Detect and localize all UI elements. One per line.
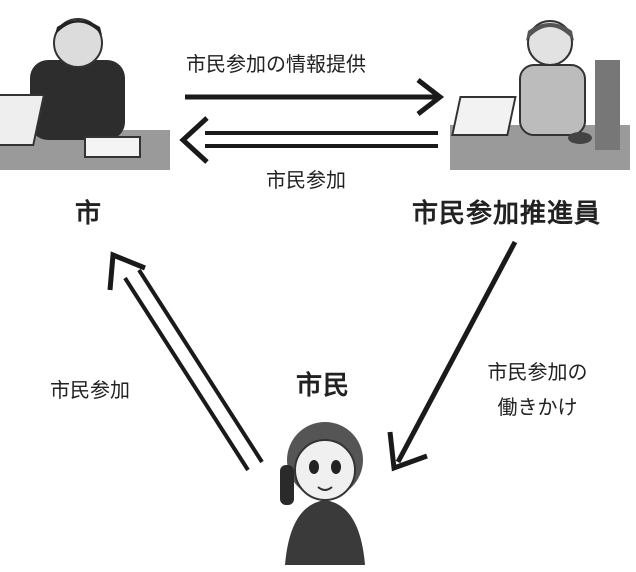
edge-label-outreach-line2: 働きかけ xyxy=(497,395,578,419)
edge-label-participation-left: 市民参加 xyxy=(50,378,130,402)
arrow-citizen-to-city xyxy=(107,251,264,472)
node-label-citizen: 市民 xyxy=(296,371,351,401)
edge-label-participation-top: 市民参加 xyxy=(266,168,346,192)
edge-label-outreach-line1: 市民参加の xyxy=(487,360,588,384)
edge-label-outreach: 市民参加の 働きかけ xyxy=(470,356,605,420)
arrow-city-to-promoter xyxy=(185,78,445,116)
node-label-promoter: 市民参加推進員 xyxy=(412,199,602,229)
citizen-illustration xyxy=(280,422,365,565)
city-worker-illustration xyxy=(0,18,170,170)
edge-label-info-provision: 市民参加の情報提供 xyxy=(186,52,366,76)
arrow-promoter-to-city xyxy=(179,116,438,164)
arrow-promoter-to-citizen xyxy=(387,240,518,472)
node-label-city: 市 xyxy=(75,199,103,229)
promoter-illustration xyxy=(450,20,630,170)
